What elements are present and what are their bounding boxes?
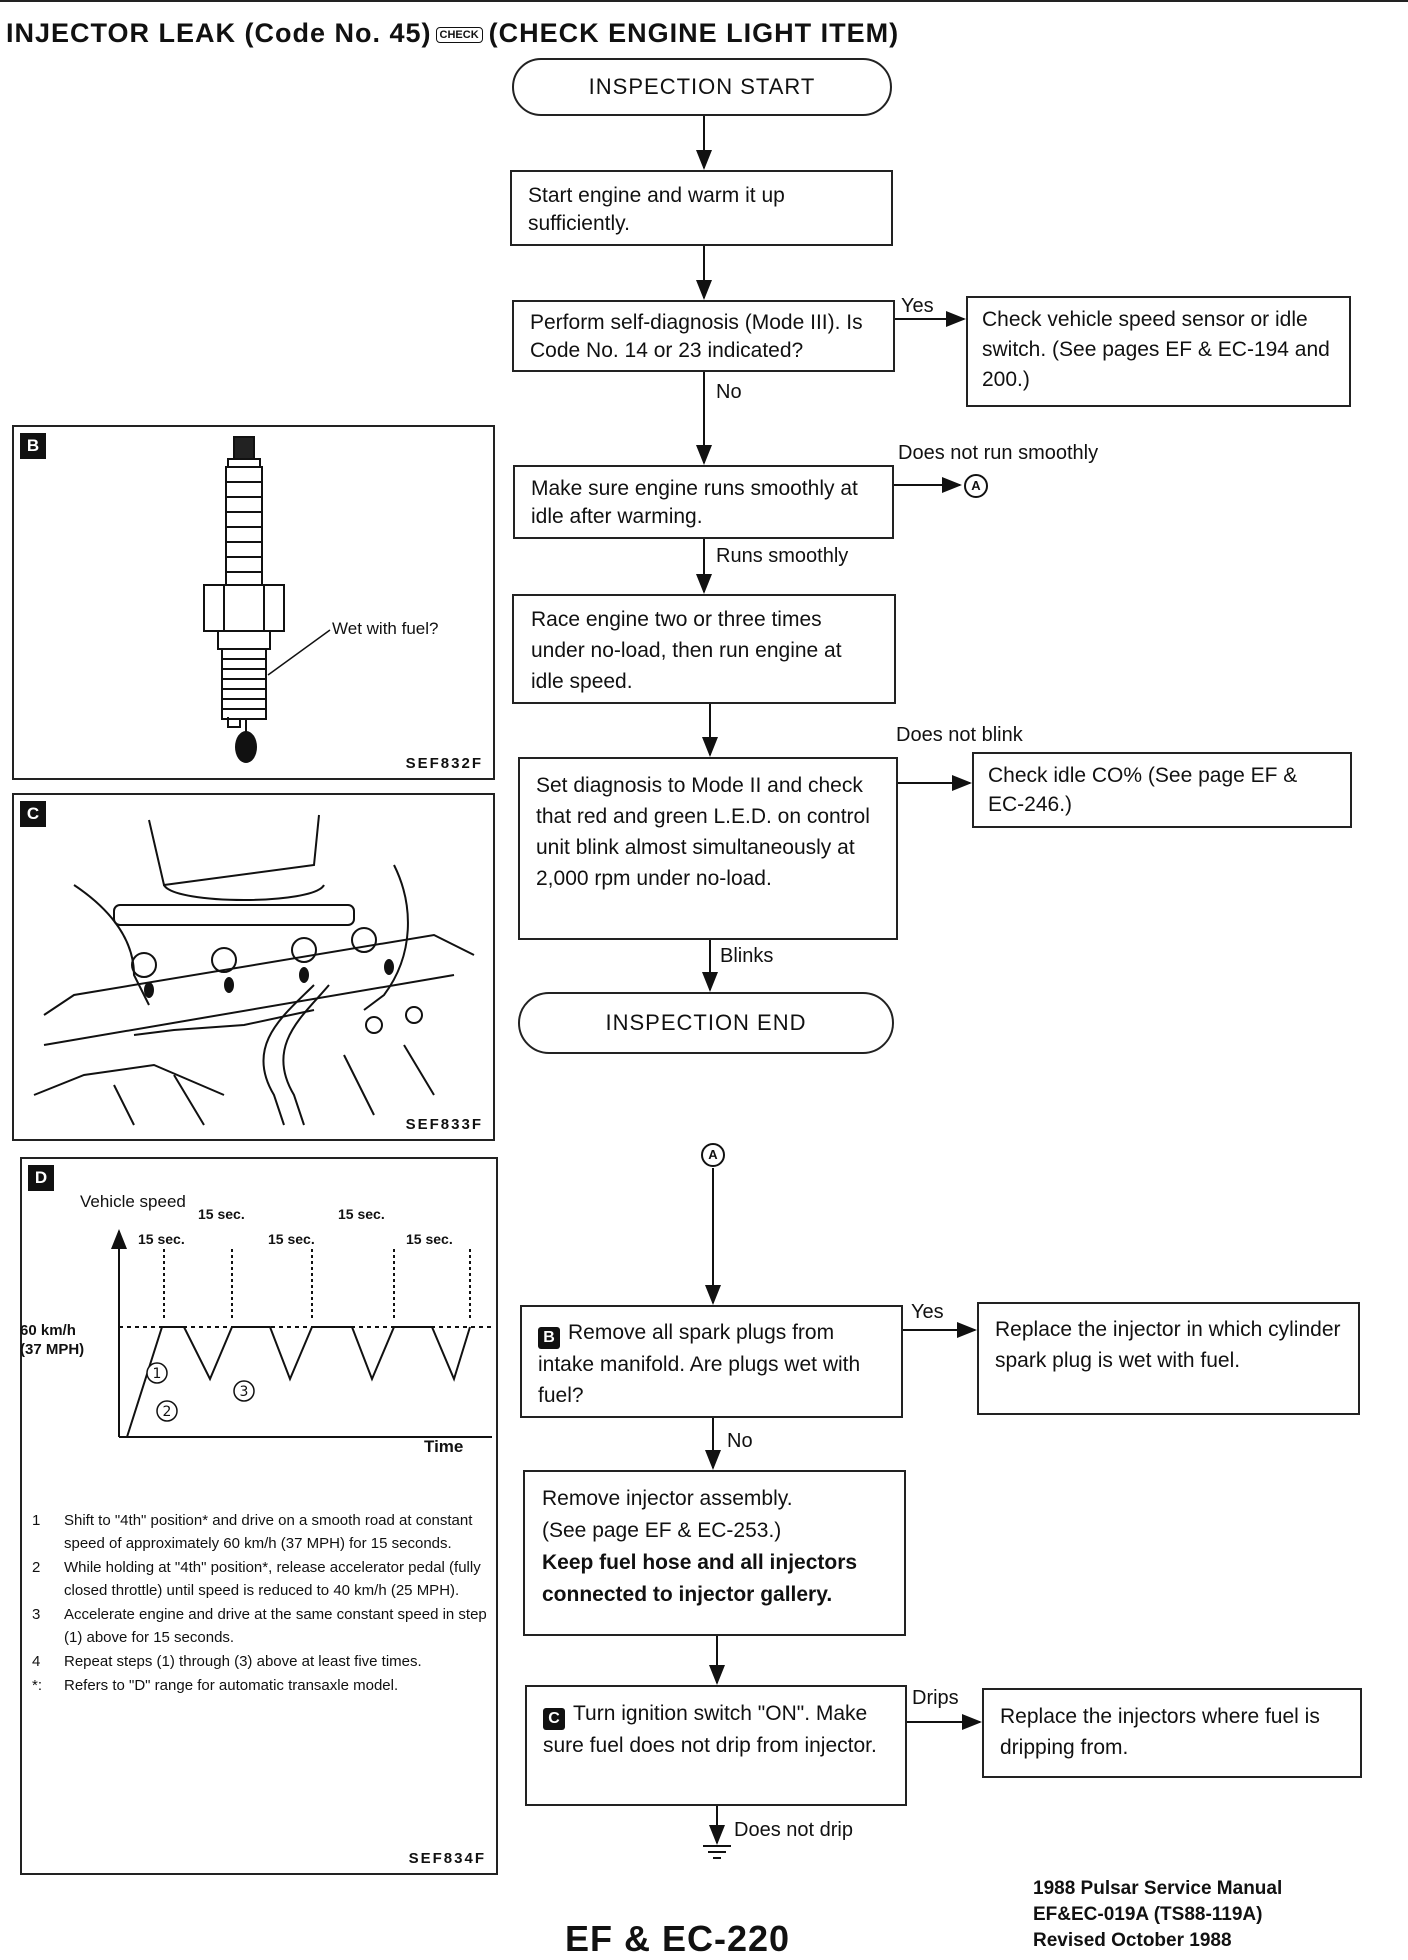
panel-b-spark-plug: B Wet with fuel? SEF832F <box>12 425 495 780</box>
panel-b-tag: B <box>20 433 46 459</box>
step-remove-spark-plugs-text: Remove all spark plugs from intake manif… <box>538 1321 861 1407</box>
label-yes-plugs: Yes <box>911 1301 944 1323</box>
x-axis-label: Time <box>424 1437 464 1456</box>
speed-label-mph: (37 MPH) <box>20 1341 85 1358</box>
connector-a-icon-lower: A <box>701 1143 725 1167</box>
tag-c-icon: C <box>543 1708 565 1730</box>
step-mode-two-led: Set diagnosis to Mode II and check that … <box>518 757 898 940</box>
step-self-diagnosis: Perform self-diagnosis (Mode III). Is Co… <box>512 300 895 372</box>
title-main: INJECTOR LEAK (Code No. 45) <box>6 18 432 48</box>
inspection-start: INSPECTION START <box>512 58 892 116</box>
label-blinks: Blinks <box>720 945 774 967</box>
figure-code-b: SEF832F <box>405 755 483 772</box>
manual-reference: EF&EC-019A (TS88-119A) <box>1033 1904 1263 1925</box>
svg-text:1: 1 <box>153 1366 162 1382</box>
inspection-end: INSPECTION END <box>518 992 894 1054</box>
interval-label: 15 sec. <box>268 1231 315 1247</box>
panel-d-tag: D <box>28 1165 54 1191</box>
step7-page-ref: (See page EF & EC-253.) <box>542 1519 782 1542</box>
interval-label: 15 sec. <box>138 1231 185 1247</box>
interval-label: 15 sec. <box>338 1206 385 1222</box>
svg-text:3: 3 <box>240 1384 249 1400</box>
speed-label-kmh: 60 km/h <box>20 1322 76 1339</box>
figure-code-d: SEF834F <box>408 1850 486 1867</box>
panel-c-tag: C <box>20 801 46 827</box>
connector-a-icon: A <box>964 474 988 498</box>
label-does-not-drip: Does not drip <box>734 1819 853 1841</box>
interval-label: 15 sec. <box>198 1206 245 1222</box>
panel-c-injector-assembly: C SEF833F <box>12 793 495 1141</box>
label-yes: Yes <box>901 295 934 317</box>
step-ignition-drip-check-text: Turn ignition switch "ON". Make sure fue… <box>543 1702 877 1757</box>
action-check-idle-co: Check idle CO% (See page EF & EC-246.) <box>972 752 1352 828</box>
injector-assembly-illustration <box>33 814 475 1126</box>
manual-info: 1988 Pulsar Service Manual EF&EC-019A (T… <box>1033 1876 1282 1954</box>
callout-wet-with-fuel: Wet with fuel? <box>332 619 439 638</box>
svg-text:2: 2 <box>163 1404 172 1420</box>
ground-symbol <box>703 1845 731 1859</box>
fuel-drop-icon <box>235 731 257 763</box>
manual-title: 1988 Pulsar Service Manual <box>1033 1878 1283 1899</box>
label-drips: Drips <box>912 1687 959 1709</box>
step-remove-injector-assembly: Remove injector assembly. (See page EF &… <box>523 1470 906 1636</box>
tag-b-icon: B <box>538 1327 560 1349</box>
label-does-not-blink: Does not blink <box>896 724 1023 746</box>
step7-warning: Keep fuel hose and all injectors connect… <box>542 1551 858 1606</box>
title-suffix: (CHECK ENGINE LIGHT ITEM) <box>488 18 900 48</box>
revision-date: Revised October 1988 <box>1033 1930 1232 1951</box>
spark-plug-illustration <box>203 436 331 763</box>
action-replace-dripping-injectors: Replace the injectors where fuel is drip… <box>982 1688 1362 1778</box>
label-no: No <box>716 381 742 403</box>
interval-label: 15 sec. <box>406 1231 453 1247</box>
note-item: *:Refers to "D" range for automatic tran… <box>32 1677 399 1694</box>
speed-pattern-graph: 1 2 3 <box>111 1229 492 1438</box>
top-rule <box>0 0 1408 2</box>
page-title: INJECTOR LEAK (Code No. 45)CHECK (CHECK E… <box>6 18 899 49</box>
label-runs-smoothly: Runs smoothly <box>716 545 849 567</box>
step-idle-check: Make sure engine runs smoothly at idle a… <box>513 465 894 539</box>
step-race-engine: Race engine two or three times under no-… <box>512 594 896 704</box>
step7-line1: Remove injector assembly. <box>542 1487 793 1510</box>
step-warm-up: Start engine and warm it up sufficiently… <box>510 170 893 246</box>
figure-code-c: SEF833F <box>405 1116 483 1133</box>
label-does-not-run-smoothly: Does not run smoothly <box>898 442 1099 464</box>
panel-d-driving-pattern: D Vehicle speed Time 60 km/h (37 MPH) 15… <box>20 1157 498 1875</box>
label-no-plugs: No <box>727 1430 753 1452</box>
check-engine-icon: CHECK <box>435 26 483 43</box>
action-replace-injector: Replace the injector in which cylinder s… <box>977 1302 1360 1415</box>
page-number: EF & EC-220 <box>565 1918 791 1959</box>
action-check-speed-sensor: Check vehicle speed sensor or idle switc… <box>966 296 1351 407</box>
y-axis-label: Vehicle speed <box>80 1192 186 1211</box>
